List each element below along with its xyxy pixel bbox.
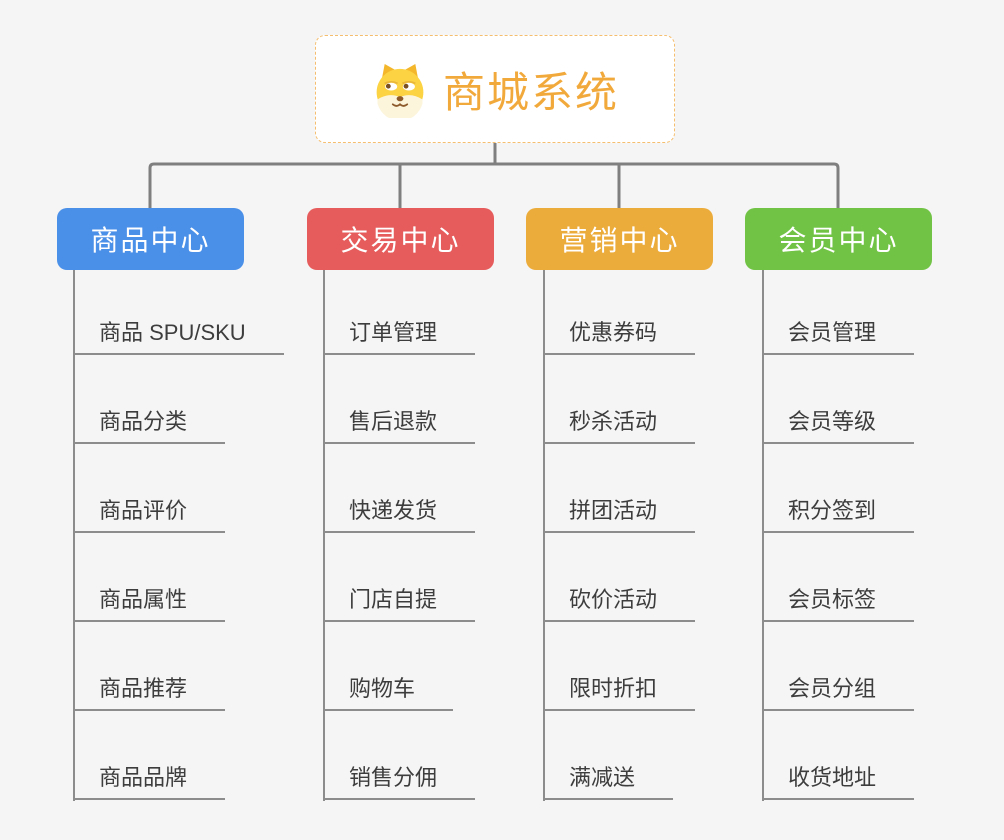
child-topic-node[interactable]: 会员管理 xyxy=(762,318,915,355)
child-topic-node[interactable]: 售后退款 xyxy=(323,407,476,444)
child-topic-node[interactable]: 购物车 xyxy=(323,674,454,711)
branch-children-marketing-center: 优惠券码 秒杀活动 拼团活动 砍价活动 限时折扣 满减送 xyxy=(543,270,696,801)
child-topic-node[interactable]: 商品 SPU/SKU xyxy=(73,318,284,355)
child-topic-node[interactable]: 收货地址 xyxy=(762,763,915,800)
child-topic-node[interactable]: 拼团活动 xyxy=(543,496,696,533)
child-topic-node[interactable]: 限时折扣 xyxy=(543,674,696,711)
branch-node-product-center[interactable]: 商品中心 xyxy=(57,208,244,270)
child-topic-node[interactable]: 商品推荐 xyxy=(73,674,226,711)
child-topic-node[interactable]: 满减送 xyxy=(543,763,674,800)
branch-label: 会员中心 xyxy=(778,225,899,256)
child-topic-node[interactable]: 秒杀活动 xyxy=(543,407,696,444)
child-topic-node[interactable]: 销售分佣 xyxy=(323,763,476,800)
branch-children-member-center: 会员管理 会员等级 积分签到 会员标签 会员分组 收货地址 xyxy=(762,270,915,801)
branch-children-trade-center: 订单管理 售后退款 快递发货 门店自提 购物车 销售分佣 xyxy=(323,270,476,801)
child-topic-node[interactable]: 商品分类 xyxy=(73,407,226,444)
branch-children-product-center: 商品 SPU/SKU 商品分类 商品评价 商品属性 商品推荐 商品品牌 xyxy=(73,270,284,801)
root-topic-node[interactable]: 商城系统 xyxy=(315,35,675,143)
child-topic-node[interactable]: 会员分组 xyxy=(762,674,915,711)
child-topic-node[interactable]: 订单管理 xyxy=(323,318,476,355)
branch-node-trade-center[interactable]: 交易中心 xyxy=(307,208,494,270)
child-topic-node[interactable]: 会员等级 xyxy=(762,407,915,444)
child-topic-node[interactable]: 商品品牌 xyxy=(73,763,226,800)
child-topic-node[interactable]: 商品属性 xyxy=(73,585,226,622)
branch-label: 交易中心 xyxy=(340,225,461,256)
branch-label: 营销中心 xyxy=(559,225,680,256)
child-topic-node[interactable]: 砍价活动 xyxy=(543,585,696,622)
branch-node-member-center[interactable]: 会员中心 xyxy=(745,208,932,270)
child-topic-node[interactable]: 优惠券码 xyxy=(543,318,696,355)
child-topic-node[interactable]: 门店自提 xyxy=(323,585,476,622)
child-topic-node[interactable]: 会员标签 xyxy=(762,585,915,622)
child-topic-node[interactable]: 积分签到 xyxy=(762,496,915,533)
child-topic-node[interactable]: 快递发货 xyxy=(323,496,476,533)
branch-node-marketing-center[interactable]: 营销中心 xyxy=(526,208,713,270)
branch-label: 商品中心 xyxy=(90,225,211,256)
child-topic-node[interactable]: 商品评价 xyxy=(73,496,226,533)
root-topic-title: 商城系统 xyxy=(442,68,619,116)
branch-rail-line xyxy=(148,162,840,209)
dog-face-icon xyxy=(376,64,424,118)
